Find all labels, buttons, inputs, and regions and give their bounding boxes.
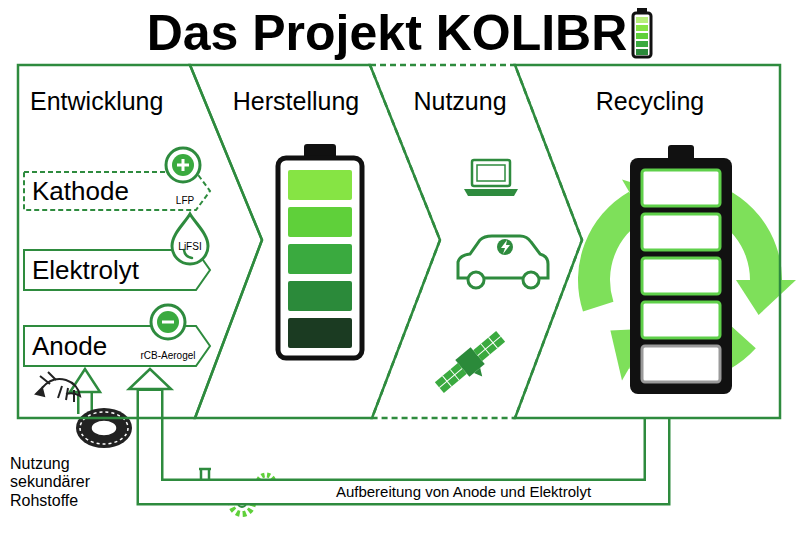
component-box: Anode rCB-Aerogel xyxy=(24,326,210,366)
stage-band: Herstellung xyxy=(190,65,440,418)
production-battery xyxy=(288,244,352,274)
laptop-icon xyxy=(464,160,518,196)
battery-body xyxy=(633,13,651,57)
electrolyte-drop-icon xyxy=(172,214,208,264)
production-battery xyxy=(278,158,362,358)
laptop-icon xyxy=(464,189,518,196)
recycling-battery xyxy=(642,346,720,382)
stage-outline xyxy=(190,65,440,418)
electrode-icon-core xyxy=(157,311,179,333)
note-label: Nutzung sekundärer Rohstoffe xyxy=(10,455,90,509)
car-icon xyxy=(501,240,510,254)
battery-cell xyxy=(636,17,648,23)
tire-icon xyxy=(91,420,117,436)
satellite-icon xyxy=(473,331,505,361)
title-row: Das Projekt KOLIBR xyxy=(0,2,800,64)
stage-chevron xyxy=(190,65,440,418)
battery-cell xyxy=(636,49,648,55)
electrode-icon-core xyxy=(172,154,194,176)
title-battery-icon xyxy=(631,7,653,59)
car-icon xyxy=(468,272,484,288)
car-icon xyxy=(523,272,539,288)
stage-band: Recycling xyxy=(515,65,780,418)
car-icon xyxy=(458,236,548,288)
component-name: Elektrolyt xyxy=(32,256,139,285)
recycling-battery xyxy=(642,302,720,338)
electrode-icon-ring xyxy=(166,148,200,182)
stage-heading: Herstellung xyxy=(233,88,359,116)
satellite-icon xyxy=(473,331,505,361)
car-icon xyxy=(497,239,513,255)
raw-material-arrow xyxy=(70,369,100,392)
stage-heading: Nutzung xyxy=(413,88,506,116)
material-label: LFP xyxy=(176,195,194,206)
recycling-battery xyxy=(642,214,720,250)
stage-band: EntwicklungKathodeLFPElektrolytLiFSIAnod… xyxy=(18,65,262,418)
electrode-icon-bar xyxy=(182,159,185,171)
note-label: Nutzung sekundärer Rohstoffe xyxy=(10,455,110,510)
component-box: ElektrolytLiFSI xyxy=(24,250,210,290)
production-battery xyxy=(288,318,352,348)
shrimp-icon xyxy=(36,388,44,396)
laptop-icon xyxy=(472,160,510,186)
tire-icon xyxy=(76,408,132,448)
component-name: Kathode xyxy=(32,177,129,206)
material-label: LiFSI xyxy=(178,241,201,252)
stage-heading: Recycling xyxy=(596,88,704,116)
title-text: Das Projekt KOLIBR xyxy=(147,6,628,61)
battery-cell xyxy=(636,33,648,39)
shrimp-icon xyxy=(40,372,74,402)
satellite-icon xyxy=(474,368,485,379)
material-label: rCB-Aerogel xyxy=(140,350,195,361)
edge-label: Aufbereitung von Anode und Elektrolyt xyxy=(333,484,594,501)
recycling-loop-arrow xyxy=(129,369,657,492)
arrowhead xyxy=(129,369,171,389)
component-box: KathodeLFP xyxy=(24,172,210,210)
electrode-icon-ring xyxy=(151,305,185,339)
laptop-icon xyxy=(477,165,505,181)
production-battery xyxy=(288,170,352,200)
tire-icon xyxy=(76,408,132,448)
connector-inner xyxy=(150,391,657,492)
production-battery xyxy=(288,281,352,311)
recycling-battery xyxy=(642,258,720,294)
stage-outline xyxy=(515,65,780,418)
stage-band: Nutzung xyxy=(370,65,582,418)
recycle-arrowhead xyxy=(736,280,796,315)
battery-cell xyxy=(636,41,648,47)
production-battery xyxy=(288,207,352,237)
component-icon xyxy=(151,305,185,339)
electrode-icon-bar xyxy=(162,321,174,324)
stage-chevron xyxy=(515,65,780,418)
recycling-battery xyxy=(630,158,732,394)
component-name: Anode xyxy=(32,332,107,361)
shrimp-icon xyxy=(36,372,80,402)
stage-chevron xyxy=(18,65,262,418)
production-battery xyxy=(278,144,362,358)
component-icon xyxy=(172,214,208,264)
satellite-icon xyxy=(432,328,513,402)
battery-cell xyxy=(636,25,648,31)
recycling-battery xyxy=(630,145,732,394)
component-icon xyxy=(166,148,200,182)
connector-outline xyxy=(150,389,657,492)
stage-outline xyxy=(370,65,582,418)
stage-heading: Entwicklung xyxy=(30,88,163,116)
recycling-battery xyxy=(642,170,720,206)
stage-chevron xyxy=(370,65,582,418)
